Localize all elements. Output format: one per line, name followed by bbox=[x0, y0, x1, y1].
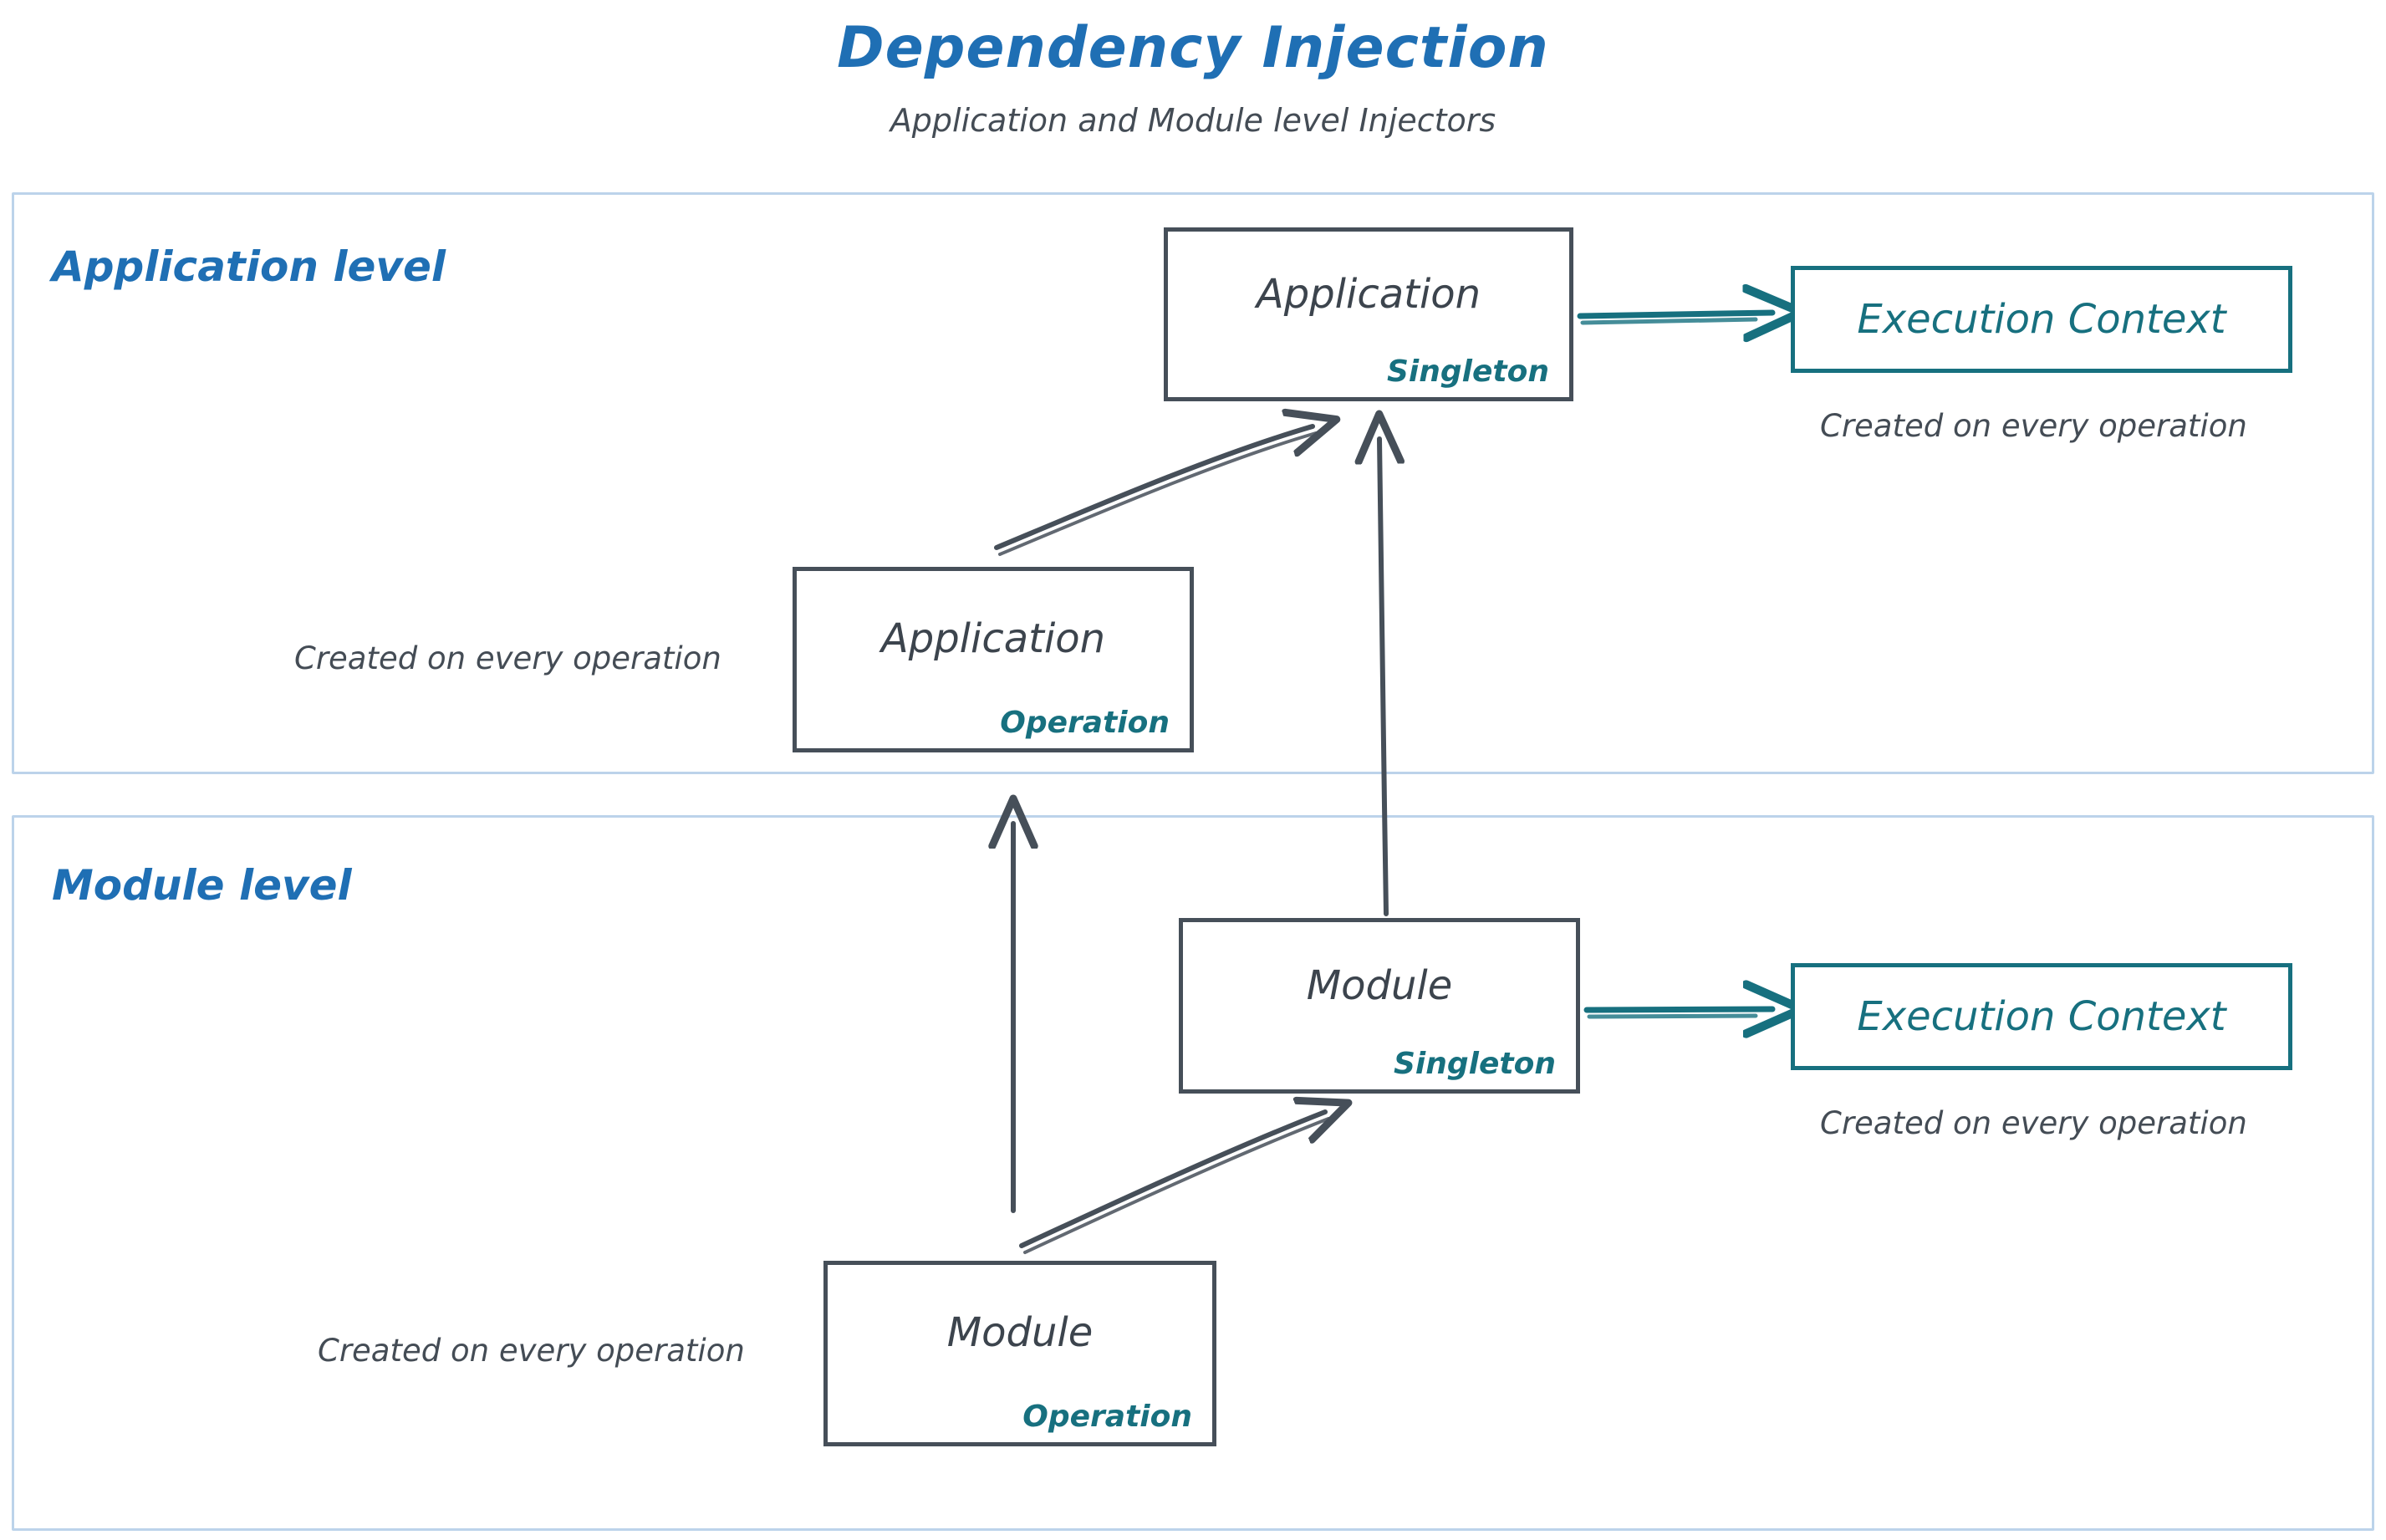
page-title: Dependency Injection bbox=[837, 15, 1549, 81]
module-level-label: Module level bbox=[52, 861, 352, 910]
node-module-operation[interactable]: Module Operation bbox=[823, 1261, 1216, 1446]
node-scope-badge: Operation bbox=[1000, 706, 1170, 740]
node-title: Module bbox=[1306, 962, 1453, 1009]
caption-execution-context-application: Created on every operation bbox=[1820, 408, 2247, 444]
node-scope-badge: Singleton bbox=[1387, 354, 1549, 389]
node-scope-badge: Singleton bbox=[1394, 1047, 1556, 1081]
caption-module-operation: Created on every operation bbox=[318, 1333, 745, 1369]
application-level-label: Application level bbox=[52, 242, 446, 291]
node-scope-badge: Operation bbox=[1022, 1400, 1192, 1434]
node-title: Application bbox=[880, 614, 1106, 662]
execution-context-label: Execution Context bbox=[1857, 296, 2226, 343]
node-application-operation[interactable]: Application Operation bbox=[793, 567, 1194, 752]
page-subtitle: Application and Module level Injectors bbox=[890, 102, 1496, 139]
node-application-singleton[interactable]: Application Singleton bbox=[1164, 227, 1573, 401]
node-title: Module bbox=[946, 1308, 1094, 1356]
caption-application-operation: Created on every operation bbox=[294, 640, 721, 676]
execution-context-label: Execution Context bbox=[1857, 993, 2226, 1040]
module-level-container bbox=[12, 815, 2374, 1531]
node-title: Application bbox=[1256, 271, 1481, 319]
node-execution-context-module[interactable]: Execution Context bbox=[1791, 963, 2292, 1070]
caption-execution-context-module: Created on every operation bbox=[1820, 1105, 2247, 1141]
node-execution-context-application[interactable]: Execution Context bbox=[1791, 266, 2292, 373]
node-module-singleton[interactable]: Module Singleton bbox=[1179, 918, 1580, 1094]
application-level-container bbox=[12, 192, 2374, 774]
